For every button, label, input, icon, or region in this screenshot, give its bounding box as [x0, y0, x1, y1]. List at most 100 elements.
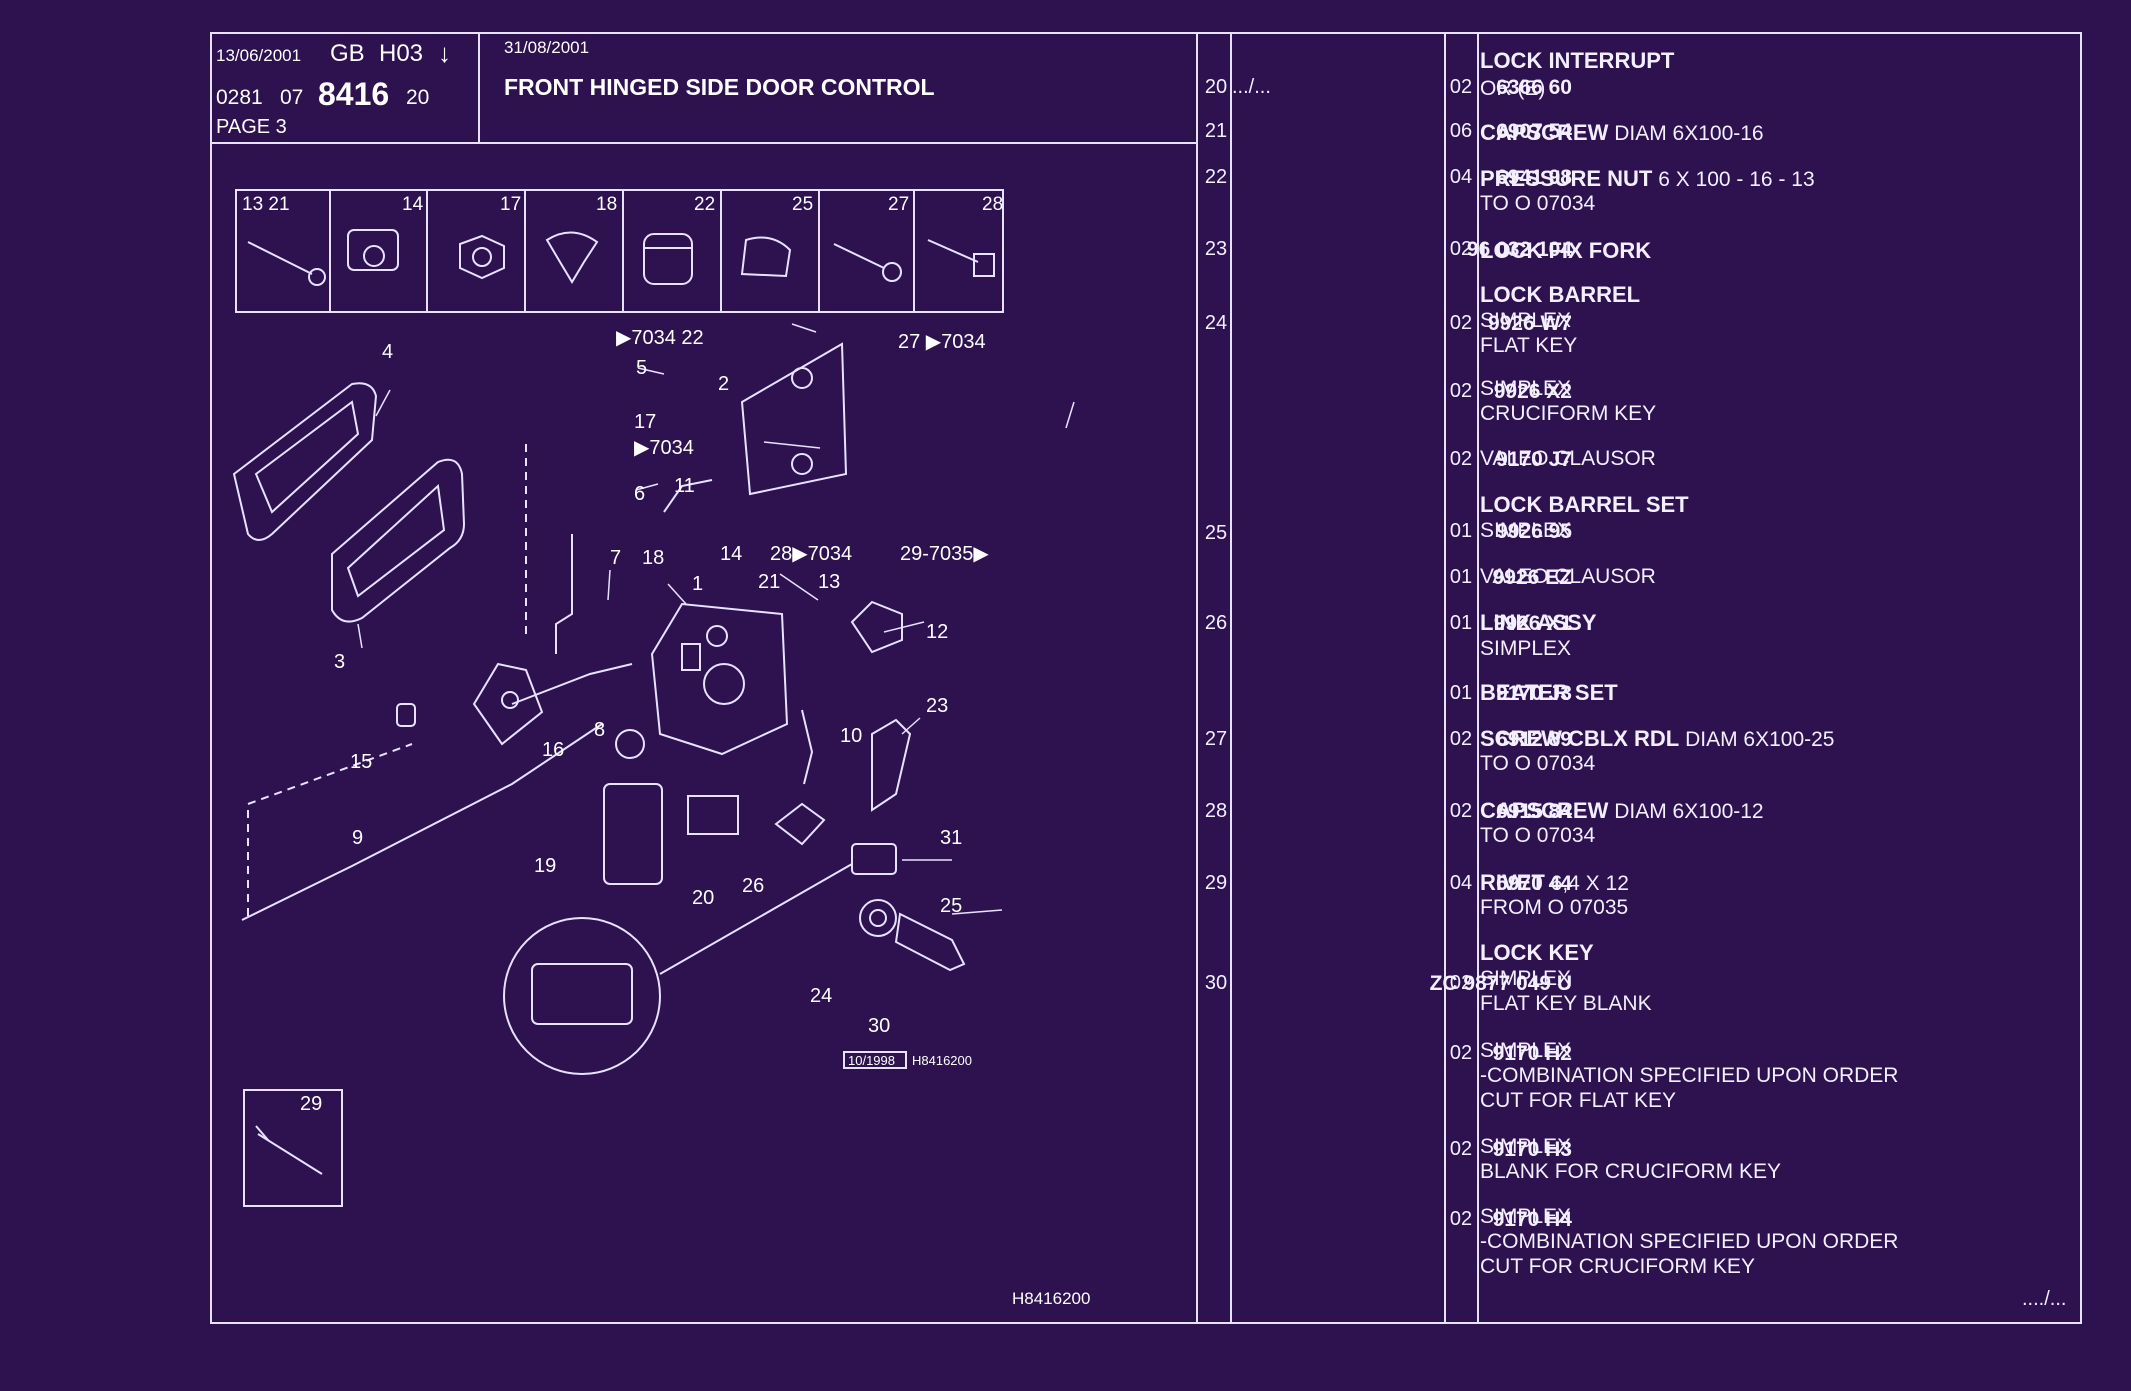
ref-number: 21 — [1204, 120, 1228, 142]
pressure-nut-icon — [643, 233, 693, 285]
header-ref-c: 20 — [406, 86, 430, 109]
diagram-label: 14 — [720, 543, 742, 565]
continued-marker: ..../... — [2022, 1288, 2067, 1310]
thumb-num: 28 — [982, 194, 1003, 215]
quantity: 02 — [1449, 238, 1473, 260]
stamp-code: H8416200 — [912, 1053, 972, 1068]
quantity: 01 — [1449, 566, 1473, 588]
striker-plate — [740, 342, 848, 496]
part-number: 9170 H4 — [1492, 1208, 1572, 1231]
diagram-label: 30 — [868, 1015, 890, 1037]
part-spec: DIAM 6X100-25 — [1685, 728, 1835, 751]
push-clip-icon — [545, 231, 599, 284]
column-rule — [1444, 34, 1446, 1322]
thumb-num: 17 — [500, 194, 521, 215]
lock-mechanism — [650, 602, 789, 756]
diagram-label: 10 — [840, 725, 862, 747]
ref-number: 23 — [1204, 238, 1228, 260]
quantity: 02 — [1449, 312, 1473, 334]
diagram-label: 20 — [692, 887, 714, 909]
part-number: 9170 H3 — [1492, 1138, 1572, 1161]
ref-number: 20 — [1204, 76, 1228, 98]
part-detail: CRUCIFORM KEY — [1480, 402, 1657, 425]
part-name: SCREW CBLX RDL — [1480, 726, 1680, 751]
header-rule — [212, 142, 1196, 144]
clip-nut-icon — [347, 229, 399, 271]
part-number: 96 032 104 — [1466, 238, 1572, 261]
part-detail: TO O 07034 — [1480, 192, 1596, 215]
part-detail: SIMPLEX — [1480, 377, 1572, 400]
part-spec: DIAM 6X100-16 — [1614, 122, 1764, 145]
diagram-label: 15 — [350, 751, 372, 773]
part-description: CAPSCREW DIAM 6X100-12 — [1480, 798, 1764, 824]
diagram-label: 18 — [642, 547, 664, 569]
quantity: 02 — [1449, 76, 1473, 98]
diagram-label: 2 — [718, 373, 729, 395]
diagram-label: 5 — [636, 357, 647, 379]
ref-number: 29 — [1204, 872, 1228, 894]
diagram-label: 7 — [610, 547, 621, 569]
part-description: RIVET 6,4 X 12 — [1480, 870, 1629, 896]
part-detail: SIMPLEX — [1480, 1205, 1572, 1228]
part-detail: SIMPLEX — [1480, 967, 1572, 990]
connector-detail — [503, 863, 853, 1075]
ref-number: 28 — [1204, 800, 1228, 822]
quantity: 02 — [1449, 972, 1473, 994]
bracket-23 — [871, 718, 912, 812]
diagram-label: 16 — [542, 739, 564, 761]
part-detail: FROM O 07035 — [1480, 896, 1629, 919]
part-number: 9170 H2 — [1492, 1042, 1572, 1065]
quantity: 02 — [1449, 380, 1473, 402]
lever-bracket — [472, 662, 544, 746]
handle-bezel — [232, 382, 378, 541]
stamp-box — [843, 1051, 907, 1069]
parts-sheet: 13/06/2001 GB H03 ↓ 0281 07 8416 20 PAGE… — [210, 32, 2082, 1324]
quantity: 06 — [1449, 120, 1473, 142]
thumb-num: 13 21 — [242, 194, 290, 215]
part-name: CAPSCREW — [1480, 120, 1609, 145]
ref-prefix: .../... — [1232, 76, 1271, 98]
part-description: CAPSCREW DIAM 6X100-16 — [1480, 120, 1764, 146]
stamp-date: 10/1998 — [848, 1053, 895, 1068]
callout-label: ▶7034 — [634, 437, 694, 459]
part-detail: SIMPLEX — [1480, 1135, 1572, 1158]
quantity: 01 — [1449, 682, 1473, 704]
part-spec: 6 X 100 - 16 - 13 — [1658, 168, 1815, 191]
capscrew-icon — [927, 239, 995, 277]
quantity: 02 — [1449, 800, 1473, 822]
clip-15 — [396, 703, 416, 727]
diagram-label: 19 — [534, 855, 556, 877]
thumb-num: 14 — [402, 194, 424, 215]
diagram-footer-code: H8416200 — [1012, 1289, 1090, 1308]
thumb-num: 25 — [792, 194, 813, 215]
control-rods — [241, 479, 814, 921]
rivet-box — [243, 1089, 343, 1207]
part-name: LOCK FIX FORK — [1480, 238, 1652, 263]
part-number: 6970 44 — [1496, 872, 1572, 895]
diagram-label: 3 — [334, 651, 345, 673]
part-number: 9170 J7 — [1496, 448, 1572, 471]
part-name: PRESSURE NUT — [1480, 166, 1653, 191]
part-number: 9170 J3 — [1496, 682, 1572, 705]
part-number: 9926 W7 — [1487, 312, 1572, 335]
clip-12 — [850, 600, 903, 654]
quantity: 01 — [1449, 520, 1473, 542]
header-divider — [478, 34, 480, 142]
diagram-label: 6 — [634, 483, 645, 505]
part-description: SCREW CBLX RDL DIAM 6X100-25 — [1480, 726, 1834, 752]
quantity: 04 — [1449, 166, 1473, 188]
header-page: PAGE 3 — [216, 116, 287, 138]
diagram-label: 1 — [692, 573, 703, 595]
part-detail: SIMPLEX — [1480, 519, 1572, 542]
part-spec: 6,4 X 12 — [1550, 872, 1629, 895]
header-date: 13/06/2001 — [216, 46, 302, 65]
diagram-label: 25 — [940, 895, 962, 917]
part-detail: VALEO CLAUSOR — [1480, 447, 1656, 470]
diagram-label: 31 — [940, 827, 962, 849]
quantity: 01 — [1449, 612, 1473, 634]
motor-actuator — [603, 729, 663, 885]
diagram-label: 23 — [926, 695, 948, 717]
part-detail: -COMBINATION SPECIFIED UPON ORDER — [1480, 1064, 1899, 1087]
header-code: H03 — [379, 40, 424, 67]
lock-barrel-24 — [859, 899, 897, 937]
